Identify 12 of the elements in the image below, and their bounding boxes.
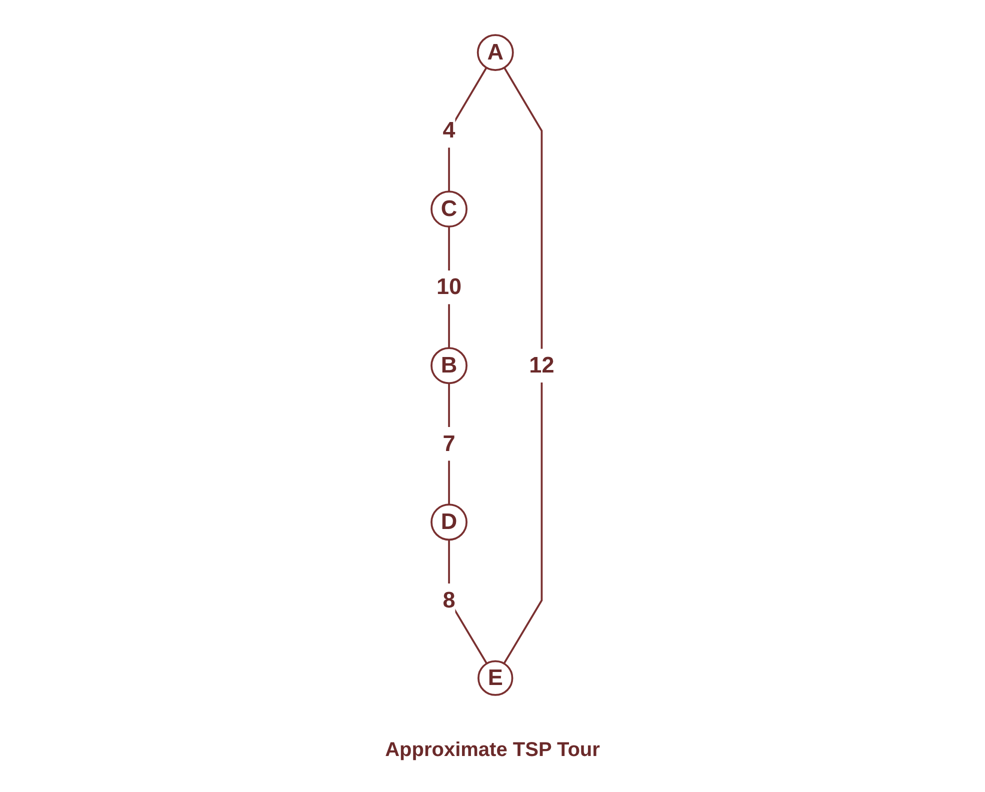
edge-label: 4 <box>442 117 455 142</box>
edge-label: 12 <box>528 352 554 378</box>
caption: Approximate TSP Tour <box>385 739 600 762</box>
edge-label: 7 <box>442 430 455 456</box>
node-circle: B <box>430 346 468 384</box>
edge-label: 10 <box>436 274 462 299</box>
edge-label: 8 <box>442 586 455 612</box>
node-circle: C <box>430 190 468 228</box>
node-circle: A <box>476 34 514 71</box>
node-circle: E <box>477 660 513 696</box>
node-circle: D <box>430 503 468 540</box>
connector <box>502 66 542 664</box>
